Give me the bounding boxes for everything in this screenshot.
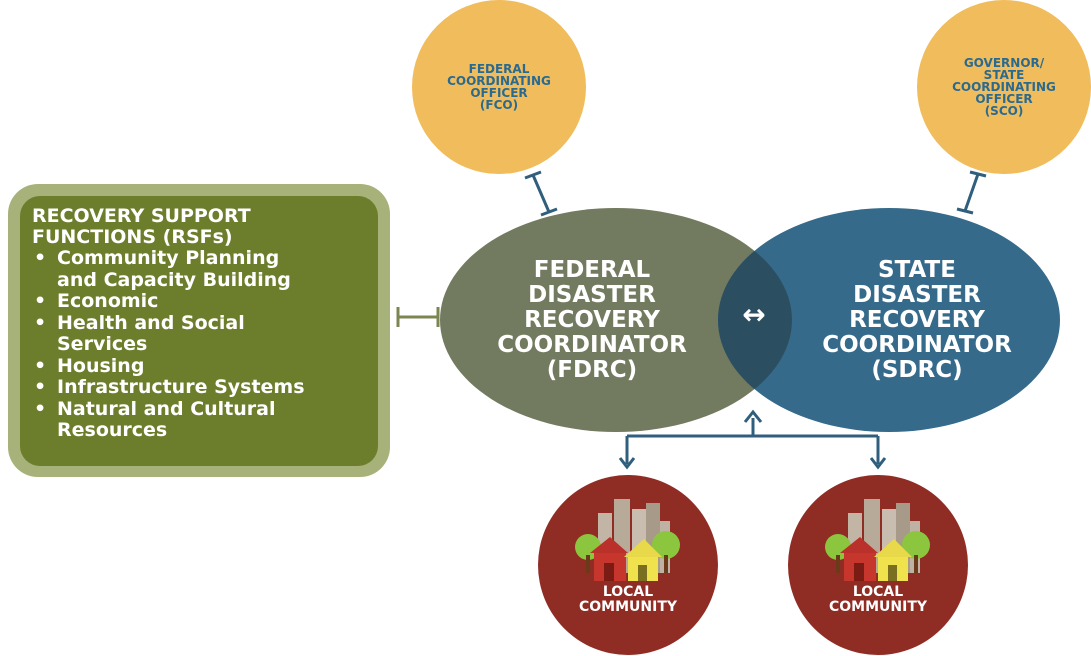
fdrc-line-4: COORDINATOR bbox=[497, 331, 687, 358]
sco-line-2: STATE bbox=[983, 68, 1025, 82]
rsf-list: Community Planning and Capacity Building… bbox=[20, 247, 378, 442]
rsf-item-text: Services bbox=[57, 333, 148, 355]
rsf-item-health-social: Health and Social Services bbox=[32, 311, 378, 356]
fdrc-line-5: (FDRC) bbox=[546, 356, 638, 383]
rsf-item-text: Health and Social bbox=[57, 311, 245, 334]
rsf-box: RECOVERY SUPPORT FUNCTIONS (RSFs) Commun… bbox=[20, 196, 378, 466]
rsf-item-text: Natural and Cultural bbox=[57, 397, 276, 420]
local-community-circle: LOCAL COMMUNITY bbox=[538, 475, 718, 655]
sco-line-1: GOVERNOR/ bbox=[963, 56, 1045, 70]
local-community-label: LOCAL COMMUNITY bbox=[538, 585, 718, 615]
fdrc-line-3: RECOVERY bbox=[524, 306, 660, 333]
community-line-1: LOCAL bbox=[602, 584, 654, 600]
rsf-connector bbox=[396, 307, 440, 327]
sco-connector bbox=[956, 170, 987, 215]
community-icon bbox=[825, 499, 930, 581]
rsf-title-line-1: RECOVERY SUPPORT bbox=[32, 205, 251, 227]
sdrc-label: STATE DISASTER RECOVERY COORDINATOR (SDR… bbox=[718, 208, 1060, 432]
rsf-item-text: Economic bbox=[57, 290, 159, 312]
sco-circle: GOVERNOR/ STATE COORDINATING OFFICER (SC… bbox=[917, 0, 1091, 174]
rsf-item-text: Housing bbox=[57, 354, 145, 377]
sco-line-4: OFFICER bbox=[975, 92, 1033, 106]
community-line-2: COMMUNITY bbox=[578, 599, 678, 615]
sdrc-line-5: (SDRC) bbox=[871, 356, 963, 383]
rsf-item-infrastructure: Infrastructure Systems bbox=[32, 376, 378, 399]
rsf-item-economic: Economic bbox=[32, 290, 378, 313]
rsf-item-community-planning: Community Planning and Capacity Building bbox=[32, 247, 378, 291]
rsf-item-text: Community Planning bbox=[57, 247, 280, 269]
fdrc-line-1: FEDERAL bbox=[533, 256, 651, 283]
community-line-2: COMMUNITY bbox=[828, 599, 928, 615]
yellow-house bbox=[874, 539, 912, 581]
red-house bbox=[590, 537, 628, 581]
fco-line-3: OFFICER bbox=[470, 86, 528, 100]
community-connector bbox=[618, 409, 887, 470]
sdrc-line-3: RECOVERY bbox=[849, 306, 985, 333]
fco-circle: FEDERAL COORDINATING OFFICER (FCO) bbox=[412, 0, 586, 174]
fco-line-2: COORDINATING bbox=[447, 74, 551, 88]
community-line-1: LOCAL bbox=[852, 584, 904, 600]
sdrc-line-2: DISASTER bbox=[853, 281, 981, 308]
rsf-item-text: Resources bbox=[57, 419, 168, 441]
community-icon bbox=[575, 499, 680, 581]
rsf-title-line-2: FUNCTIONS (RSFs) bbox=[32, 226, 233, 248]
fdrc-label: FEDERAL DISASTER RECOVERY COORDINATOR (F… bbox=[440, 208, 792, 432]
sco-line-5: (SCO) bbox=[984, 104, 1024, 118]
sco-line-3: COORDINATING bbox=[952, 80, 1056, 94]
sdrc-line-4: COORDINATOR bbox=[822, 331, 1012, 358]
rsf-item-text: Infrastructure Systems bbox=[57, 376, 305, 398]
local-community-circle: LOCAL COMMUNITY bbox=[788, 475, 968, 655]
fco-line-1: FEDERAL bbox=[468, 62, 530, 76]
sdrc-line-1: STATE bbox=[878, 256, 956, 283]
fdrc-line-2: DISASTER bbox=[528, 281, 656, 308]
rsf-item-text: and Capacity Building bbox=[57, 268, 291, 291]
fco-line-4: (FCO) bbox=[479, 98, 519, 112]
rsf-title: RECOVERY SUPPORT FUNCTIONS (RSFs) bbox=[20, 196, 378, 248]
rsf-item-housing: Housing bbox=[32, 354, 378, 378]
yellow-house bbox=[624, 539, 662, 581]
fco-connector bbox=[524, 170, 558, 217]
two-way-arrow-icon: ↔ bbox=[742, 298, 766, 331]
rsf-item-natural-cultural: Natural and Cultural Resources bbox=[32, 397, 378, 442]
local-community-label: LOCAL COMMUNITY bbox=[788, 585, 968, 615]
red-house bbox=[840, 537, 878, 581]
